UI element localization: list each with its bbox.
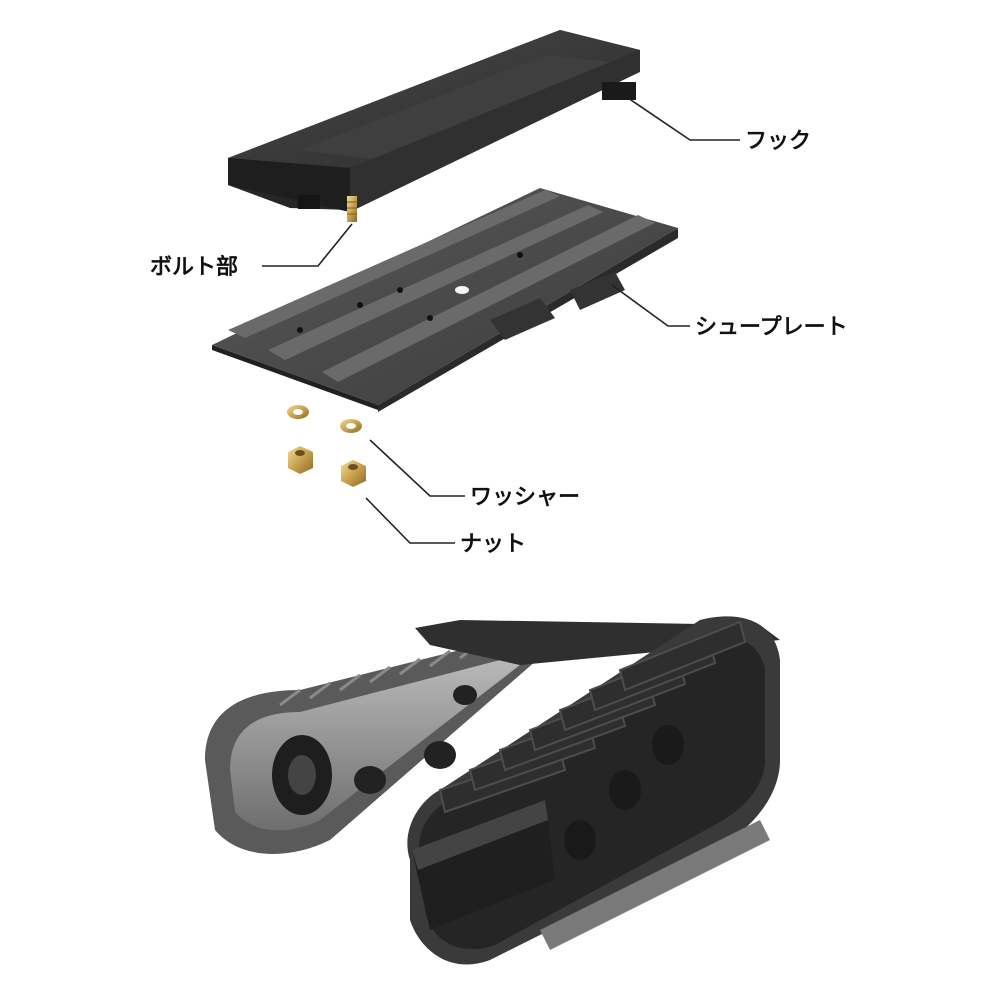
leader-hook <box>627 97 740 141</box>
leader-bolt <box>262 223 353 267</box>
label-washer: ワッシャー <box>470 485 580 510</box>
nut-2 <box>341 460 366 487</box>
label-nut: ナット <box>460 532 526 557</box>
crawler-track-assembly <box>205 616 780 965</box>
leader-washer <box>369 439 465 497</box>
leader-shoe-plate <box>611 284 690 327</box>
nut-1 <box>288 446 313 474</box>
leader-nut <box>365 497 455 544</box>
washer-1 <box>287 405 309 419</box>
rubber-pad <box>228 30 640 212</box>
label-shoe-plate: シュープレート <box>695 315 848 340</box>
label-bolt: ボルト部 <box>150 254 238 280</box>
washer-2 <box>340 419 362 433</box>
bolt <box>347 196 357 222</box>
shoe-plate <box>212 188 678 412</box>
label-hook: フック <box>745 129 811 154</box>
